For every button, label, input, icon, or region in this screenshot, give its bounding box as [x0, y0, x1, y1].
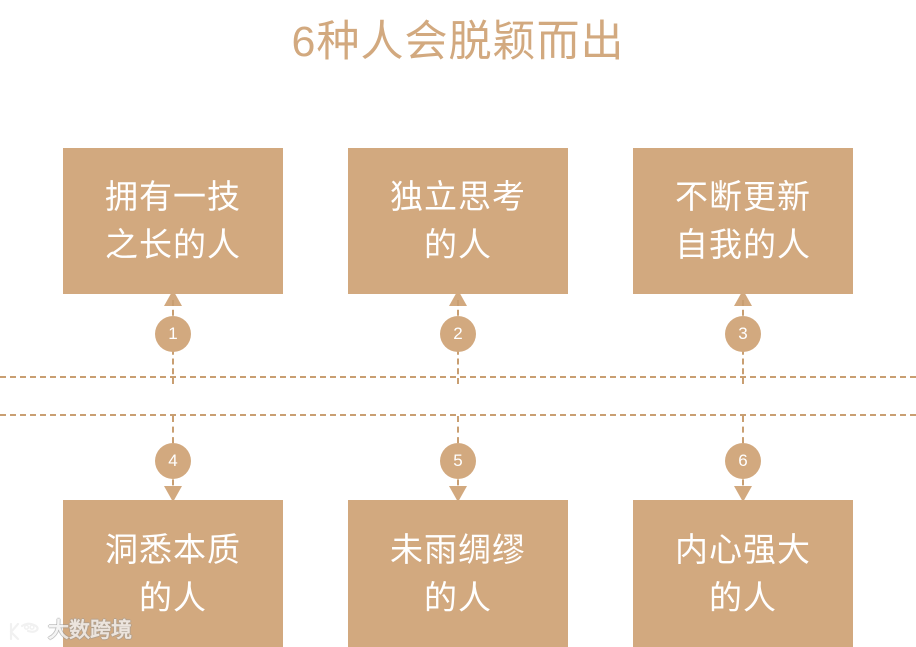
arrow-down-icon [734, 486, 752, 502]
connector-down-6: 6 [633, 416, 853, 516]
diagram-column-1: 拥有一技 之长的人 1 4 洞悉本质 的人 [63, 0, 283, 647]
bottom-box-5-label: 未雨绸缪 的人 [390, 530, 526, 616]
bottom-box-4-label: 洞悉本质 的人 [105, 530, 241, 616]
connector-up-3: 3 [633, 290, 853, 394]
top-box-2[interactable]: 独立思考 的人 [348, 148, 568, 294]
bottom-box-5[interactable]: 未雨绸缪 的人 [348, 500, 568, 647]
step-number-6[interactable]: 6 [725, 443, 761, 479]
arrow-up-icon [164, 290, 182, 306]
step-number-1[interactable]: 1 [155, 316, 191, 352]
step-number-4[interactable]: 4 [155, 443, 191, 479]
top-box-3-label: 不断更新 自我的人 [675, 178, 811, 263]
arrow-up-icon [734, 290, 752, 306]
bottom-box-6-label: 内心强大 的人 [675, 530, 811, 616]
connector-down-4: 4 [63, 416, 283, 516]
page-title: 6种人会脱颖而出 [291, 18, 625, 66]
top-box-2-label: 独立思考 的人 [390, 178, 526, 263]
connector-down-5: 5 [348, 416, 568, 516]
top-box-3[interactable]: 不断更新 自我的人 [633, 148, 853, 294]
connector-up-2: 2 [348, 290, 568, 394]
arrow-down-icon [449, 486, 467, 502]
top-box-1-label: 拥有一技 之长的人 [105, 178, 241, 263]
bottom-box-6[interactable]: 内心强大 的人 [633, 500, 853, 647]
kuajing-logo-icon [8, 620, 42, 642]
arrow-up-icon [449, 290, 467, 306]
connector-up-1: 1 [63, 290, 283, 394]
top-box-1[interactable]: 拥有一技 之长的人 [63, 148, 283, 294]
divider-line-bottom [0, 414, 916, 416]
step-number-3[interactable]: 3 [725, 316, 761, 352]
bottom-box-4[interactable]: 洞悉本质 的人 [63, 500, 283, 647]
arrow-down-icon [164, 486, 182, 502]
step-number-5[interactable]: 5 [440, 443, 476, 479]
diagram-column-2: 独立思考 的人 2 5 未雨绸缪 的人 [348, 0, 568, 647]
step-number-2[interactable]: 2 [440, 316, 476, 352]
diagram-column-3: 不断更新 自我的人 3 6 内心强大 的人 [633, 0, 853, 647]
